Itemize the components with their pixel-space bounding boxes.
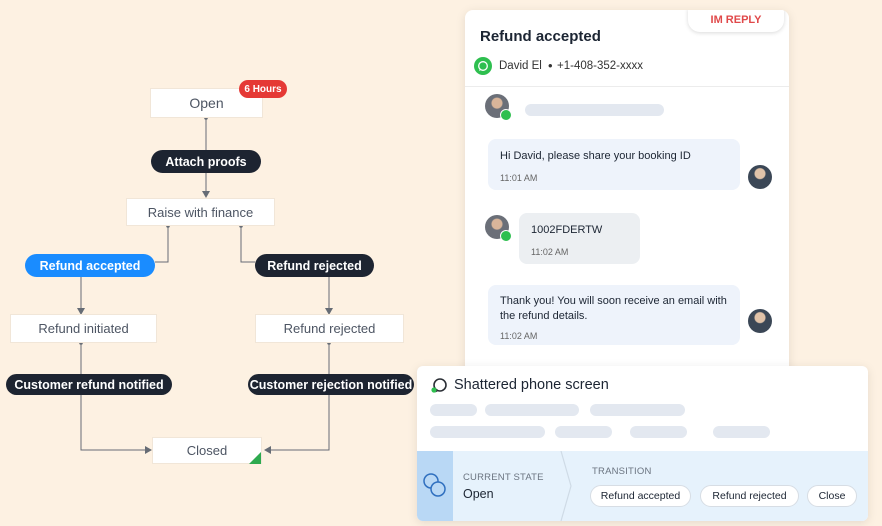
transition-label: TRANSITION xyxy=(592,466,652,477)
loading-placeholder xyxy=(713,426,770,438)
state-circles-icon xyxy=(423,473,446,497)
action-refund-rejected[interactable]: Refund rejected xyxy=(255,254,374,277)
whatsapp-mini-icon xyxy=(500,230,512,242)
chat-header-divider xyxy=(465,86,789,87)
whatsapp-mini-icon xyxy=(500,109,512,121)
ticket-title: Shattered phone screen xyxy=(454,377,609,393)
loading-placeholder xyxy=(555,426,612,438)
loading-placeholder xyxy=(630,426,687,438)
message-time: 11:02 AM xyxy=(500,330,538,341)
message-time: 11:01 AM xyxy=(500,172,538,183)
contact-phone: +1-408-352-xxxx xyxy=(557,60,643,72)
loading-placeholder xyxy=(430,426,545,438)
transition-refund-accepted-button[interactable]: Refund accepted xyxy=(590,485,691,507)
chat-panel: IM REPLY Refund accepted David El • +1-4… xyxy=(465,10,789,410)
whatsapp-icon xyxy=(430,377,448,395)
node-raise-with-finance[interactable]: Raise with finance xyxy=(126,198,275,226)
action-refund-accepted[interactable]: Refund accepted xyxy=(25,254,155,277)
message-bubble-agent: Hi David, please share your booking ID 1… xyxy=(488,139,740,190)
action-customer-rejection-notified[interactable]: Customer rejection notified xyxy=(248,374,414,395)
transition-refund-rejected-button[interactable]: Refund rejected xyxy=(700,485,799,507)
action-attach-proofs[interactable]: Attach proofs xyxy=(151,150,261,173)
node-refund-rejected[interactable]: Refund rejected xyxy=(255,314,404,343)
message-text: 1002FDERTW xyxy=(531,224,603,236)
im-reply-tab[interactable]: IM REPLY xyxy=(688,10,784,32)
message-text: Thank you! You will soon receive an emai… xyxy=(500,295,727,322)
agent-avatar xyxy=(748,165,772,189)
separator-dot: • xyxy=(548,58,553,73)
node-closed[interactable]: Closed xyxy=(152,437,262,464)
customer-avatar xyxy=(485,94,512,121)
message-text: Hi David, please share your booking ID xyxy=(500,150,691,162)
loading-placeholder xyxy=(525,104,664,116)
customer-avatar xyxy=(485,215,512,242)
state-bar: CURRENT STATE Open TRANSITION Refund acc… xyxy=(417,451,868,521)
current-state-value: Open xyxy=(463,487,494,501)
sla-badge: 6 Hours xyxy=(239,80,287,98)
transition-close-button[interactable]: Close xyxy=(807,485,857,507)
message-bubble-agent: Thank you! You will soon receive an emai… xyxy=(488,285,740,345)
state-arrow-divider xyxy=(560,451,572,521)
message-bubble-customer: 1002FDERTW 11:02 AM xyxy=(519,213,640,264)
loading-placeholder xyxy=(485,404,579,416)
contact-name: David El xyxy=(499,60,542,72)
current-state-label: CURRENT STATE xyxy=(463,472,544,483)
message-time: 11:02 AM xyxy=(531,246,569,257)
state-icon-box xyxy=(417,451,453,521)
workflow-diagram: Open 6 Hours Attach proofs Raise with fi… xyxy=(0,0,430,526)
chat-title: Refund accepted xyxy=(480,28,601,45)
agent-avatar xyxy=(748,309,772,333)
loading-placeholder xyxy=(430,404,477,416)
node-refund-initiated[interactable]: Refund initiated xyxy=(10,314,157,343)
action-customer-refund-notified[interactable]: Customer refund notified xyxy=(6,374,172,395)
ticket-card: Shattered phone screen CURRENT STATE Ope… xyxy=(417,366,868,521)
whatsapp-icon xyxy=(474,57,492,75)
loading-placeholder xyxy=(590,404,685,416)
closed-marker xyxy=(249,452,261,464)
